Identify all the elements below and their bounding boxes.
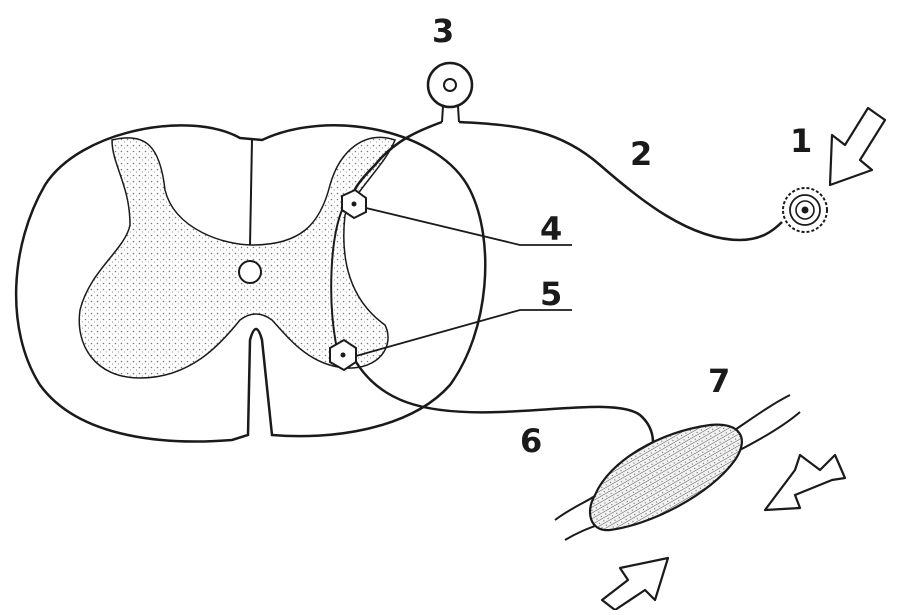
label-1: 1 bbox=[790, 122, 812, 160]
sensory-fiber bbox=[459, 122, 782, 240]
sensory-neuron-stalk bbox=[442, 106, 459, 122]
sensory-neuron-nucleus bbox=[444, 79, 456, 91]
label-4: 4 bbox=[540, 210, 562, 248]
stimulus-arrow-icon bbox=[830, 108, 885, 185]
central-canal bbox=[239, 261, 261, 283]
label-2: 2 bbox=[630, 135, 652, 173]
label-3: 3 bbox=[432, 12, 454, 50]
effector-arrow-right-icon bbox=[765, 455, 845, 510]
effector-arrow-left-icon bbox=[602, 558, 668, 610]
effector-muscle bbox=[555, 395, 800, 540]
label-7: 7 bbox=[708, 362, 730, 400]
label-6: 6 bbox=[520, 422, 542, 460]
receptor bbox=[783, 188, 827, 232]
label-5: 5 bbox=[540, 275, 562, 313]
